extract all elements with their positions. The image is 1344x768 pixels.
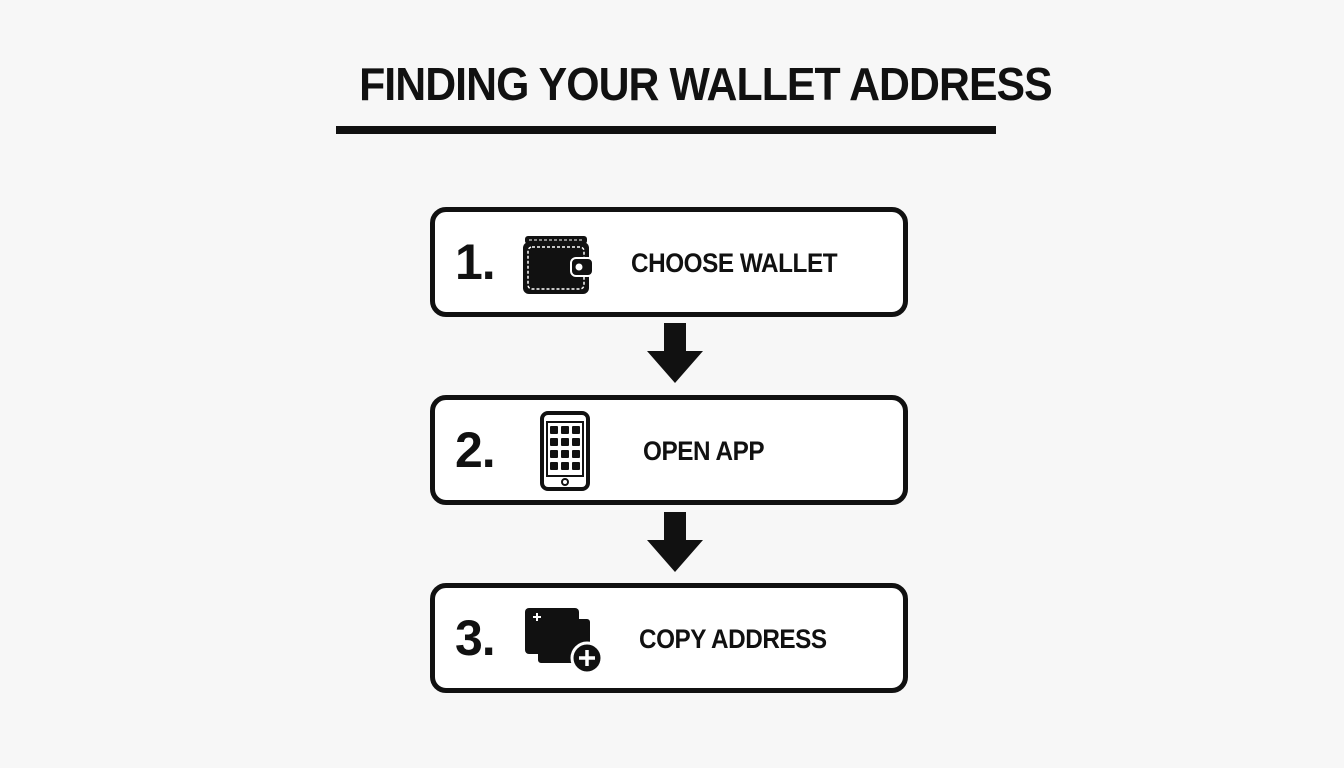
copy-add-icon xyxy=(525,608,604,675)
step-2-number: 2. xyxy=(455,422,496,478)
arrow-down-icon xyxy=(647,512,703,572)
step-1-label: CHOOSE WALLET xyxy=(631,248,838,278)
step-3-box: 3. COPY ADDRESS xyxy=(430,583,908,693)
smartphone-icon xyxy=(540,411,590,491)
step-3-number: 3. xyxy=(455,610,496,666)
wallet-icon xyxy=(523,236,594,294)
arrow-down-icon xyxy=(647,323,703,383)
step-2-label: OPEN APP xyxy=(643,436,765,466)
step-1-box: 1. CHOOSE WALLET xyxy=(430,207,908,317)
step-2-box: 2. OPEN APP xyxy=(430,395,908,505)
step-3-label: COPY ADDRESS xyxy=(639,624,827,654)
page-title: FINDING YOUR WALLET ADDRESS xyxy=(359,58,1053,110)
title-underline xyxy=(336,126,996,134)
step-1-number: 1. xyxy=(455,234,496,290)
